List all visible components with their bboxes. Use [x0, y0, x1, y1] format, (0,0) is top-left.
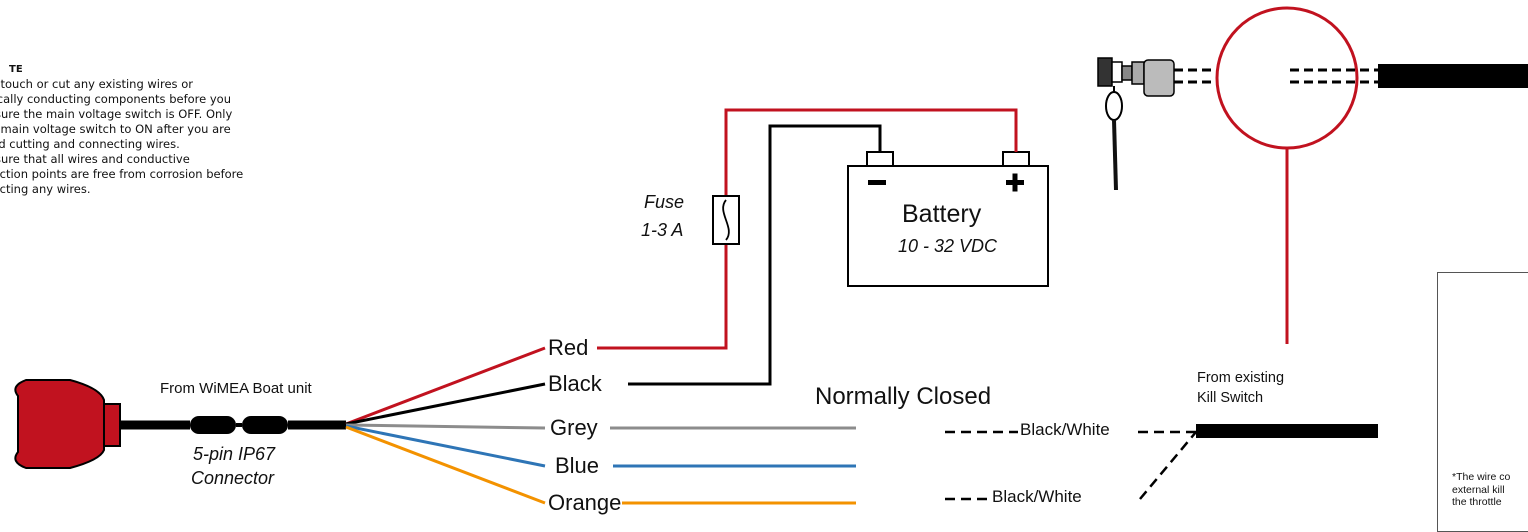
connector-label-line1: 5-pin IP67	[193, 444, 276, 464]
battery	[847, 151, 1049, 287]
note-line: the main voltage switch to ON after you …	[0, 122, 231, 136]
magnify-circle	[1215, 6, 1359, 150]
note-line: ke sure the main voltage switch is OFF. …	[0, 107, 233, 121]
kill-switch-label-line2: Kill Switch	[1197, 390, 1264, 406]
red-wire-battery	[724, 108, 1018, 196]
note-line: shed cutting and connecting wires.	[0, 137, 180, 151]
note-line: not touch or cut any existing wires or	[0, 77, 193, 91]
footnote-line: external kill	[1452, 483, 1505, 496]
footnote-line: *The wire co	[1452, 471, 1511, 483]
ip67-connector-left	[190, 416, 236, 434]
fuse-rating: 1-3 A	[641, 220, 684, 240]
black-white-label-top: Black/White	[1020, 420, 1110, 439]
footnote-box: *The wire co external kill the throttle	[1437, 272, 1528, 532]
kill-switch-cable-top	[1378, 64, 1528, 88]
black-white-wire-diagonal	[1139, 431, 1197, 500]
warning-note: TE not touch or cut any existing wires o…	[0, 62, 340, 197]
wire-label-black: Black	[548, 371, 602, 396]
red-wire-fan	[345, 346, 546, 426]
wire-label-blue: Blue	[555, 453, 600, 478]
fuse	[712, 195, 740, 245]
battery-positive-terminal	[1002, 151, 1030, 167]
blue-wire-fan	[345, 424, 546, 468]
boat-unit-connector	[14, 379, 346, 469]
kill-switch-key-icon	[1097, 57, 1175, 190]
battery-negative-terminal	[866, 151, 894, 167]
wiring-diagram	[14, 6, 1528, 505]
wire-label-grey: Grey	[550, 415, 598, 440]
note-line: ke sure that all wires and conductive	[0, 152, 190, 166]
note-title: TE	[9, 64, 23, 75]
battery-label: Battery	[902, 200, 982, 228]
normally-closed-label: Normally Closed	[815, 383, 992, 410]
note-line: nnecting any wires.	[0, 182, 91, 196]
minus-icon	[868, 180, 886, 185]
black-wire-fan	[345, 382, 546, 426]
kill-switch-cable	[1196, 424, 1378, 438]
battery-voltage: 10 - 32 VDC	[898, 236, 998, 256]
orange-wire-fan	[345, 425, 546, 505]
grey-wire-fan	[345, 423, 546, 430]
note-line: nnection points are free from corrosion …	[0, 167, 244, 181]
red-wire-fuse-down	[597, 244, 728, 350]
ip67-connector-right	[242, 416, 288, 434]
wire-label-red: Red	[548, 335, 589, 360]
note-line: ctrically conducting components before y…	[0, 92, 231, 106]
boat-unit-label: From WiMEA Boat unit	[160, 380, 312, 397]
fuse-label: Fuse	[644, 192, 685, 212]
black-white-label-bottom: Black/White	[992, 487, 1082, 506]
connector-label-line2: Connector	[191, 468, 275, 488]
kill-switch-label-line1: From existing	[1197, 370, 1285, 386]
black-wire-battery	[628, 124, 882, 386]
footnote-line: the throttle	[1452, 496, 1502, 508]
wire-label-orange: Orange	[548, 490, 622, 515]
